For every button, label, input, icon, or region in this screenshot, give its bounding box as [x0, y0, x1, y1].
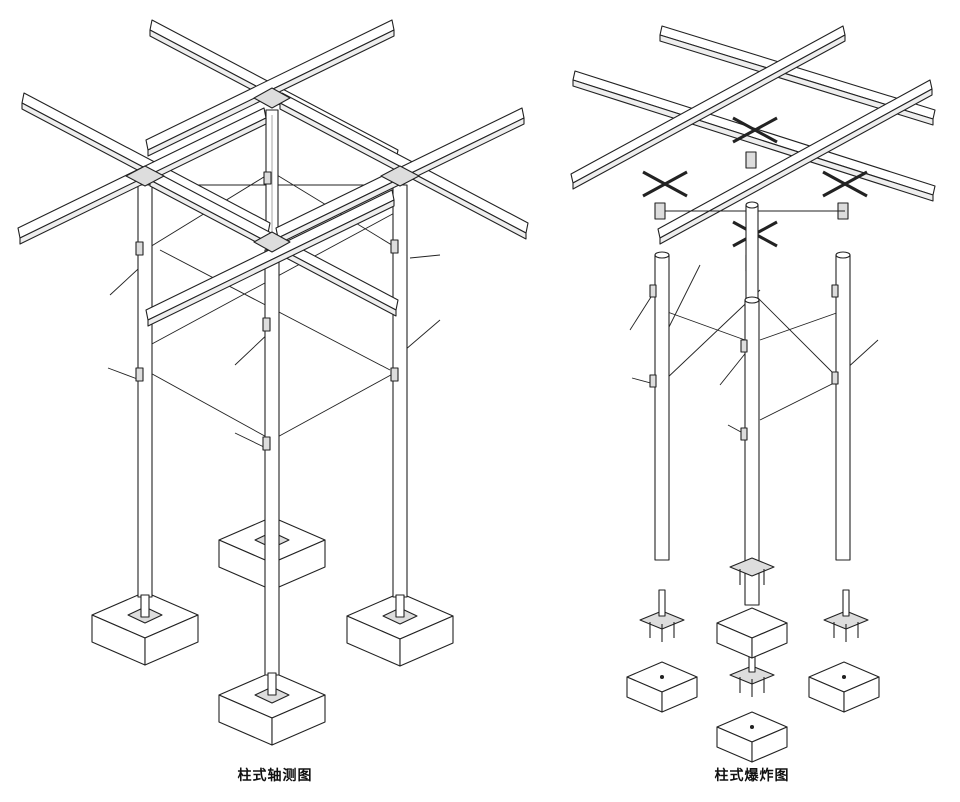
exploded-footing-front — [716, 711, 788, 763]
exploded-brackets — [649, 284, 839, 441]
column-right — [392, 184, 408, 618]
base-plates — [639, 557, 869, 697]
exploded-tie-rods — [629, 210, 879, 439]
x-connectors — [642, 116, 868, 248]
exploded-column-left — [654, 251, 670, 561]
roof-grid — [570, 25, 936, 245]
axonometric-view — [17, 19, 529, 746]
footing-left — [91, 591, 199, 666]
exploded-view — [570, 25, 936, 763]
exploded-footing-back — [716, 607, 788, 659]
axonometric-caption: 柱式轴测图 — [237, 768, 313, 784]
exploded-column-front — [744, 296, 760, 606]
exploded-column-right — [835, 251, 851, 561]
column-capitals — [125, 87, 420, 253]
column-front — [264, 249, 280, 696]
exploded-footing-left — [626, 661, 698, 713]
exploded-caption: 柱式爆炸图 — [714, 768, 790, 784]
exploded-footing-right — [808, 661, 880, 713]
